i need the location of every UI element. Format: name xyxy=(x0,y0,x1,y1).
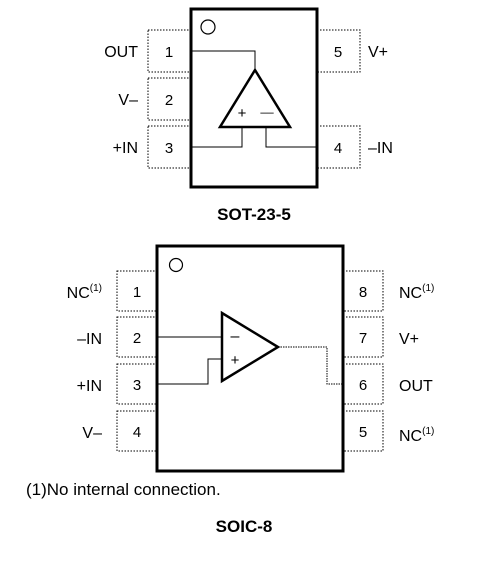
soic8-pin7-number: 7 xyxy=(359,330,367,347)
soic8-plus-in-wire xyxy=(157,358,222,385)
sot23-opamp-symbol xyxy=(217,67,293,129)
sot23-minus-in-wire xyxy=(265,127,317,148)
soic8-pin6-number: 6 xyxy=(359,377,367,394)
soic8-pin6-box xyxy=(342,363,384,405)
sot23-pin1-marker xyxy=(200,19,216,35)
soic8-pin1-box xyxy=(116,270,158,312)
soic8-pin4-label: V– xyxy=(82,425,102,442)
soic8-pin8-number: 8 xyxy=(359,284,367,301)
sot23-pin5-label: V+ xyxy=(368,44,388,61)
sot23-out-wire xyxy=(191,50,256,70)
sot23-amp-plus: + xyxy=(238,105,247,122)
soic8-title: SOIC-8 xyxy=(216,517,273,536)
soic8-package: – + 1 2 3 4 8 7 6 5 NC(1) –IN +IN V– NC(… xyxy=(26,244,434,536)
soic8-pin1-number: 1 xyxy=(133,284,141,301)
soic8-pin3-number: 3 xyxy=(133,377,141,394)
soic8-pin3-label: +IN xyxy=(77,378,102,395)
soic8-pin8-box xyxy=(342,270,384,312)
sot23-pin4-label: –IN xyxy=(368,140,393,157)
sot23-amp-minus: –– xyxy=(260,105,274,119)
sot23-pin2-number: 2 xyxy=(165,92,173,109)
soic8-pin4-number: 4 xyxy=(133,424,141,441)
sot23-package: + –– 1 2 3 5 4 OUT V– +IN V+ –IN SOT-23-… xyxy=(104,7,393,224)
soic8-pin4-box xyxy=(116,410,158,452)
sot23-body xyxy=(189,7,319,189)
soic8-out-wire xyxy=(278,346,343,385)
soic8-pin6-label: OUT xyxy=(399,378,433,395)
soic8-pin7-label: V+ xyxy=(399,331,419,348)
soic8-pin5-label: NC(1) xyxy=(399,426,434,445)
sot23-pin2-label: V– xyxy=(118,92,138,109)
sot23-pin2-box xyxy=(147,77,192,121)
sot23-title: SOT-23-5 xyxy=(217,205,291,224)
sot23-pin5-number: 5 xyxy=(334,44,342,61)
soic8-pin7-box xyxy=(342,316,384,358)
soic8-amp-plus: + xyxy=(231,352,240,369)
soic8-body xyxy=(155,244,345,473)
soic8-pin5-number: 5 xyxy=(359,424,367,441)
sot23-plus-in-wire xyxy=(191,127,243,148)
sot23-pin5-box xyxy=(316,29,361,73)
soic8-pin5-box xyxy=(342,410,384,452)
soic8-pin1-label: NC(1) xyxy=(67,283,102,302)
soic8-pin1-marker xyxy=(168,257,184,273)
sot23-pin3-label: +IN xyxy=(113,140,138,157)
soic8-pin2-label: –IN xyxy=(77,331,102,348)
soic8-opamp-symbol xyxy=(220,310,281,384)
sot23-pin4-box xyxy=(316,125,361,169)
sot23-pin3-number: 3 xyxy=(165,140,173,157)
soic8-amp-minus: – xyxy=(231,328,240,345)
soic8-pin2-number: 2 xyxy=(133,330,141,347)
sot23-pin1-label: OUT xyxy=(104,44,138,61)
soic8-pin8-label: NC(1) xyxy=(399,283,434,302)
sot23-pin4-number: 4 xyxy=(334,140,342,157)
footnote: (1)No internal connection. xyxy=(26,480,221,499)
sot23-pin1-number: 1 xyxy=(165,44,173,61)
